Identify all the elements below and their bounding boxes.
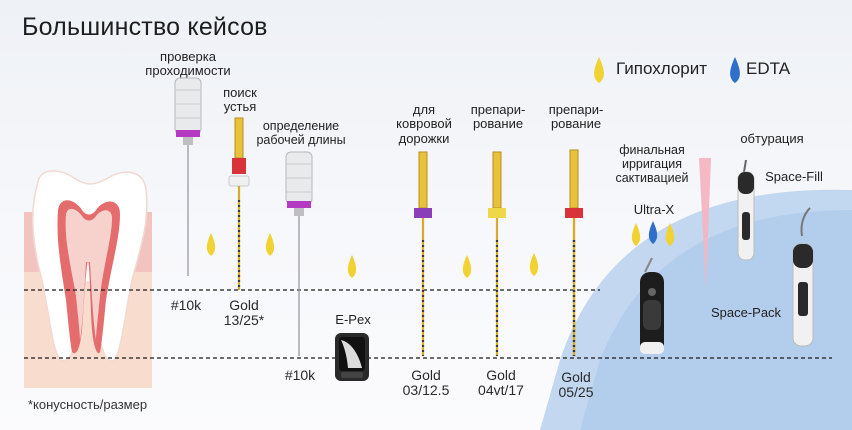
- device-label-spacefill: Space-Fill: [765, 169, 823, 184]
- hypochlorite-drops: [206, 57, 675, 278]
- page-title: Большинство кейсов: [22, 13, 268, 41]
- step-label-working-length: определение рабочей длины: [256, 119, 346, 147]
- file-label-gold-13: Gold 13/25*: [223, 297, 265, 329]
- ultrax-device: [640, 257, 664, 354]
- hypochlorite-drop: [665, 223, 675, 246]
- hypochlorite-drop: [631, 223, 641, 246]
- edta-drop: [648, 221, 658, 244]
- file-k10-patency: [174, 77, 202, 276]
- step-label-patency: проверка проходимости: [145, 49, 231, 79]
- step-label-prep-2: препари- рование: [548, 102, 604, 132]
- hypochlorite-drop: [265, 233, 275, 256]
- file-label-gold-03: Gold 03/12.5: [402, 367, 450, 399]
- device-label-ultrax: Ultra-X: [633, 202, 675, 217]
- step-label-orifice: поиск устья: [223, 85, 257, 115]
- legend-edta-drop: [730, 57, 740, 83]
- legend-hypochlorite-drop: [594, 57, 604, 83]
- spacefill-device: [737, 159, 755, 261]
- spacepack-device: [792, 207, 814, 347]
- epex-device: [335, 333, 369, 381]
- file-label-gold-05: Gold 05/25: [558, 369, 594, 401]
- step-label-obturation: обтурация: [740, 131, 804, 146]
- step-label-glide-path: для ковровой дорожки: [396, 102, 452, 146]
- legend-hypochlorite-label: Гипохлорит: [616, 59, 708, 78]
- edta-drops: [648, 57, 740, 244]
- hypochlorite-drop: [529, 253, 539, 276]
- legend-edta-label: EDTA: [746, 59, 791, 78]
- file-k10-working-length: [285, 151, 313, 356]
- hypochlorite-drop: [206, 233, 216, 256]
- step-label-prep-1: препари- рование: [470, 102, 526, 132]
- file-gold-04: [488, 151, 506, 356]
- file-gold-05: [565, 149, 583, 356]
- file-label-gold-04: Gold 04vt/17: [478, 367, 524, 399]
- file-label-k10-a: #10k: [170, 297, 202, 313]
- step-label-final-irrigation: финальная ирригация сактивацией: [615, 143, 689, 185]
- file-gold-03: [414, 151, 432, 356]
- hypochlorite-drop: [347, 255, 357, 278]
- file-label-k10-b: #10k: [284, 367, 316, 383]
- hypochlorite-drop: [462, 255, 472, 278]
- tooth-illustration: [24, 170, 152, 388]
- device-label-epex: E-Pex: [335, 312, 371, 327]
- gutta-percha-cone: [699, 158, 711, 290]
- device-label-spacepack: Space-Pack: [710, 305, 782, 320]
- footnote: *конусность/размер: [28, 397, 148, 412]
- file-gold-13-25: [228, 117, 250, 290]
